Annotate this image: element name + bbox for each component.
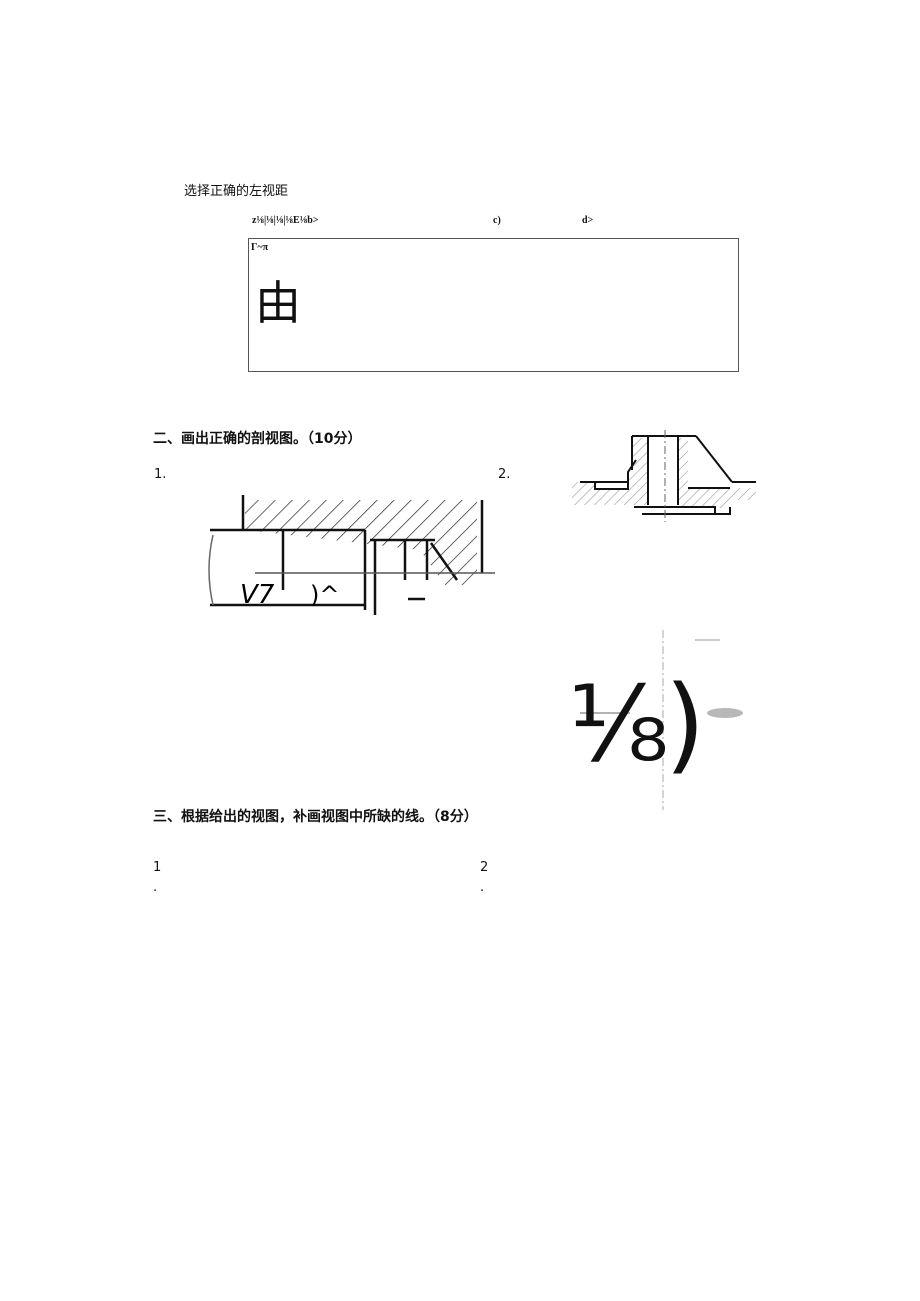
options-ab-label: z⅛|⅛|⅛|⅛E⅛b> xyxy=(252,215,319,226)
options-figure-box: Γ~π 由 xyxy=(248,238,739,372)
box-label: Γ~π xyxy=(251,242,269,253)
section2-item1: 1. xyxy=(154,467,167,482)
section-drawing-2 xyxy=(572,430,756,522)
question-prompt: 选择正确的左视距 xyxy=(184,184,289,199)
option-d-label: d> xyxy=(582,215,594,226)
section3-item2-dot: . xyxy=(480,880,485,895)
section3-item2-number: 2 xyxy=(480,860,489,875)
box-glyph: 由 xyxy=(255,276,301,330)
option-c-label: c) xyxy=(493,215,501,226)
section3-item1-dot: . xyxy=(153,880,158,895)
drawing-artifact-text: V7 xyxy=(240,580,275,610)
section2-item2: 2. xyxy=(498,467,511,482)
section3-item1-number: 1 xyxy=(153,860,162,875)
faded-drawing xyxy=(580,630,743,810)
section3-heading: 三、根据给出的视图，补画视图中所缺的线。（8分） xyxy=(153,809,478,825)
overlay-glyph: ⅛) xyxy=(568,663,705,785)
section2-heading: 二、画出正确的剖视图。（10分） xyxy=(153,431,362,447)
drawing-artifact-text-2: )^ xyxy=(310,581,339,609)
section-drawing-1: V7 )^ xyxy=(208,495,495,615)
